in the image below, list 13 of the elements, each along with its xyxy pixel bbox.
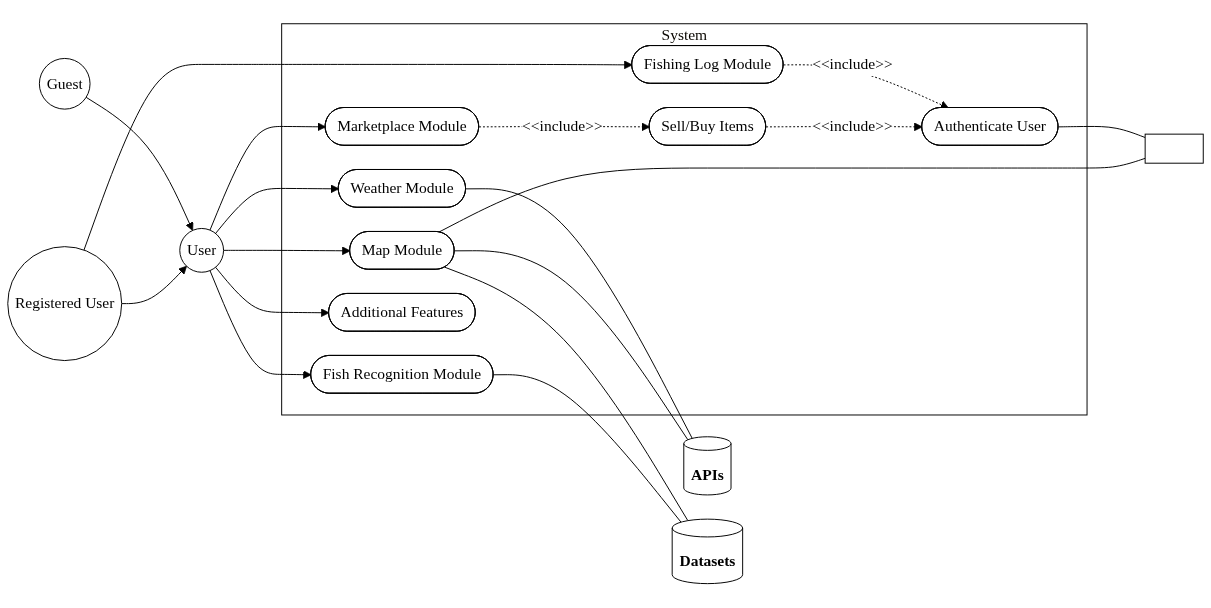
connector [493, 374, 682, 523]
connector [465, 188, 693, 440]
connector [454, 250, 689, 441]
edge-label: <<include>> [522, 117, 603, 135]
node-circle: Registered User [7, 246, 123, 362]
node-circle: User [179, 228, 225, 274]
connector [1058, 126, 1146, 139]
connector [444, 267, 689, 522]
node-box [1144, 133, 1204, 164]
edge-label: <<include>> [812, 56, 893, 73]
node-circle: Guest [38, 58, 91, 110]
edge-label: <<include>> [812, 117, 893, 135]
connector [438, 158, 1146, 233]
